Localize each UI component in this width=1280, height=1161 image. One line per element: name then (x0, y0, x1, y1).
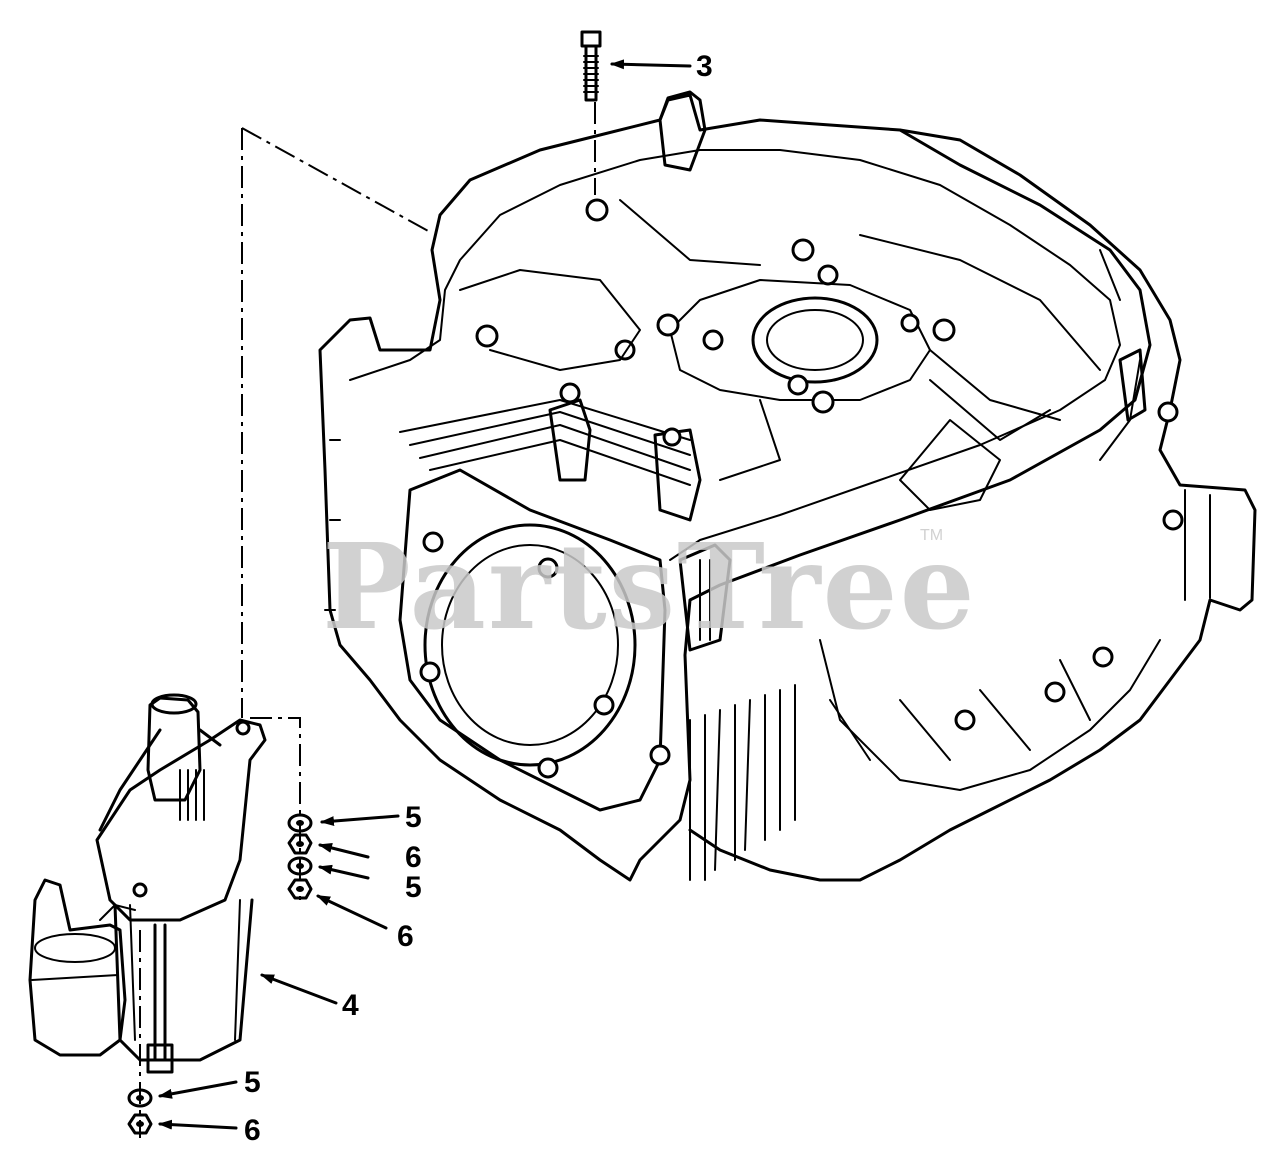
leader-arrow-4 (260, 973, 338, 1005)
starter-motor-part (28, 693, 267, 1074)
callout-6b: 6 (397, 920, 414, 953)
leader-arrow-6a (318, 843, 370, 859)
leader-arrow-3 (610, 59, 692, 70)
watermark-logo: PartsTree (322, 517, 977, 656)
callout-6a: 6 (405, 841, 422, 874)
alignment-centerlines (139, 102, 596, 1138)
partstree-watermark: PartsTree TM (322, 517, 977, 656)
callout-labels: 3 4 5 6 5 6 5 6 (244, 50, 713, 1147)
bolt-part (580, 30, 602, 102)
leader-arrow-6b (316, 894, 388, 930)
callout-4: 4 (342, 989, 359, 1022)
leader-arrow-6c (158, 1119, 238, 1130)
callout-6c: 6 (244, 1114, 261, 1147)
leader-arrows (158, 59, 692, 1130)
hardware-stack-bottom (127, 1088, 153, 1135)
leader-arrow-5b (318, 864, 370, 880)
leader-arrow-5c (158, 1080, 238, 1099)
engine-crankcase (318, 90, 1257, 882)
hardware-stack-right (287, 813, 313, 900)
leader-arrow-5a (320, 814, 400, 827)
callout-5a: 5 (405, 801, 422, 834)
callout-3: 3 (696, 50, 713, 83)
watermark-trademark: TM (920, 527, 943, 544)
callout-5c: 5 (244, 1066, 261, 1099)
callout-5b: 5 (405, 871, 422, 904)
